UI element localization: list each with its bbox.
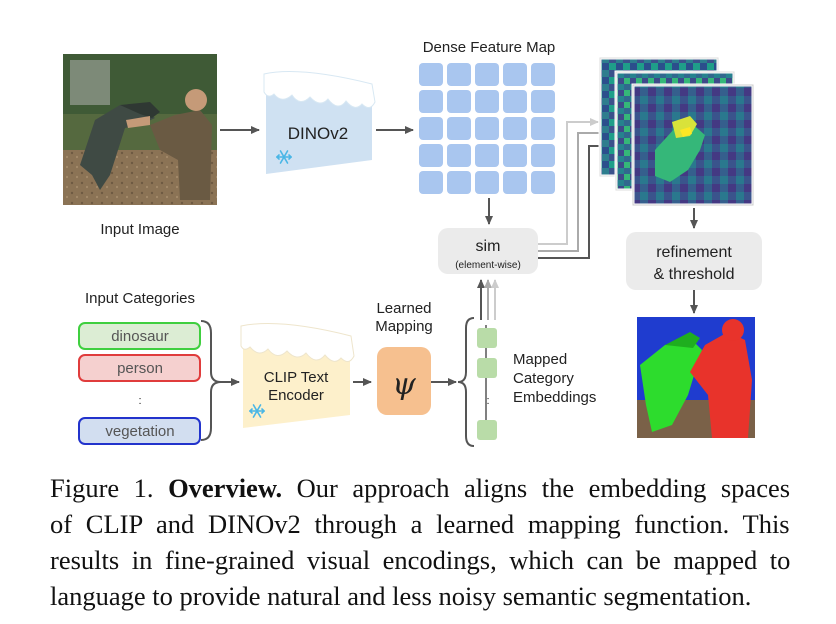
feature-cell [419, 63, 443, 86]
learned-mapping-line1: Learned [376, 300, 431, 317]
refinement-line2: & threshold [654, 266, 735, 283]
category-list: dinosaur person vegetation [78, 322, 201, 445]
feature-cell [419, 171, 443, 194]
feature-cell [419, 117, 443, 140]
feature-cell [475, 171, 499, 194]
feature-cell [447, 90, 471, 113]
input-image-label: Input Image [100, 221, 179, 238]
sim-label: sim [476, 238, 501, 255]
mapped-label-line1: Mapped [513, 351, 567, 368]
feature-cell [475, 117, 499, 140]
sim-box [438, 228, 538, 274]
category-name: vegetation [105, 423, 174, 440]
feature-cell [531, 117, 555, 140]
feature-cell [503, 117, 527, 140]
figure-label: Figure 1. [50, 473, 154, 503]
feature-cell [447, 63, 471, 86]
feature-cell [475, 63, 499, 86]
clip-encoder [240, 323, 355, 428]
learned-mapping-line2: Mapping [375, 318, 433, 335]
dense-feature-label: Dense Feature Map [423, 39, 556, 56]
category-pill [78, 322, 201, 350]
overview-diagram: Input Image DINOv2 Dense Feature Map sim… [63, 39, 762, 447]
heatmap-front [631, 83, 755, 207]
category-name: dinosaur [111, 328, 169, 345]
dense-feature-grid [419, 63, 555, 194]
feature-cell [475, 90, 499, 113]
feature-cell [531, 171, 555, 194]
feature-cell [503, 144, 527, 167]
embeddings-bracket [457, 317, 475, 447]
feature-cell [503, 90, 527, 113]
snowflake-icon [249, 404, 265, 418]
mapped-cell [477, 328, 497, 348]
clip-label-line1: CLIP Text [264, 369, 329, 386]
caption-line-4: language to provide natural and less noi… [50, 581, 752, 611]
input-categories-label: Input Categories [85, 290, 195, 307]
refinement-box [626, 232, 762, 290]
sim-sublabel: (element-wise) [455, 260, 521, 271]
psi-symbol: ψ [392, 367, 416, 402]
arrow-sim-to-heatmap-1 [538, 118, 599, 245]
clip-label-line2: Encoder [268, 387, 324, 404]
category-item: vegetation [78, 417, 201, 445]
category-pill [78, 354, 201, 382]
caption-line-3: results in fine-grained visual encodings… [50, 545, 791, 575]
mapped-cell [477, 358, 497, 378]
caption-line1-text: Our approach aligns the embedding spaces [296, 473, 791, 503]
caption-line-1: Figure 1. Overview. Our approach aligns … [50, 470, 790, 506]
feature-cell [447, 144, 471, 167]
feature-cell [447, 171, 471, 194]
feature-cell [475, 144, 499, 167]
mapped-embedding-cells [477, 328, 497, 440]
feature-cell [419, 90, 443, 113]
feature-cell [531, 63, 555, 86]
caption-line-2: of CLIP and DINOv2 through a learned map… [50, 509, 790, 539]
category-item: person [78, 354, 201, 382]
category-ellipsis: : [138, 395, 141, 407]
feature-cell [503, 171, 527, 194]
mapped-ellipsis: : [486, 395, 489, 407]
category-pill [78, 417, 201, 445]
dino-label: DINOv2 [288, 124, 348, 143]
arrow-sim-to-heatmap-2 [538, 129, 614, 252]
snowflake-icon [276, 150, 292, 164]
psi-box [377, 347, 431, 415]
mapped-label-line3: Embeddings [513, 389, 596, 406]
mapped-label-line2: Category [513, 370, 574, 387]
input-image [63, 54, 217, 205]
category-item: dinosaur [78, 322, 201, 350]
similarity-heatmaps [598, 56, 755, 207]
category-brace [200, 320, 222, 441]
segmentation-output [637, 317, 755, 438]
mapped-cell [477, 420, 497, 440]
refinement-line1: refinement [656, 244, 732, 261]
feature-cell [419, 144, 443, 167]
feature-cell [531, 90, 555, 113]
category-name: person [117, 360, 163, 377]
figure-caption: Figure 1. Overview. Our approach aligns … [50, 470, 790, 614]
caption-title: Overview. [168, 473, 283, 503]
feature-cell [531, 144, 555, 167]
feature-cell [503, 63, 527, 86]
dino-encoder [263, 71, 376, 174]
feature-cell [447, 117, 471, 140]
